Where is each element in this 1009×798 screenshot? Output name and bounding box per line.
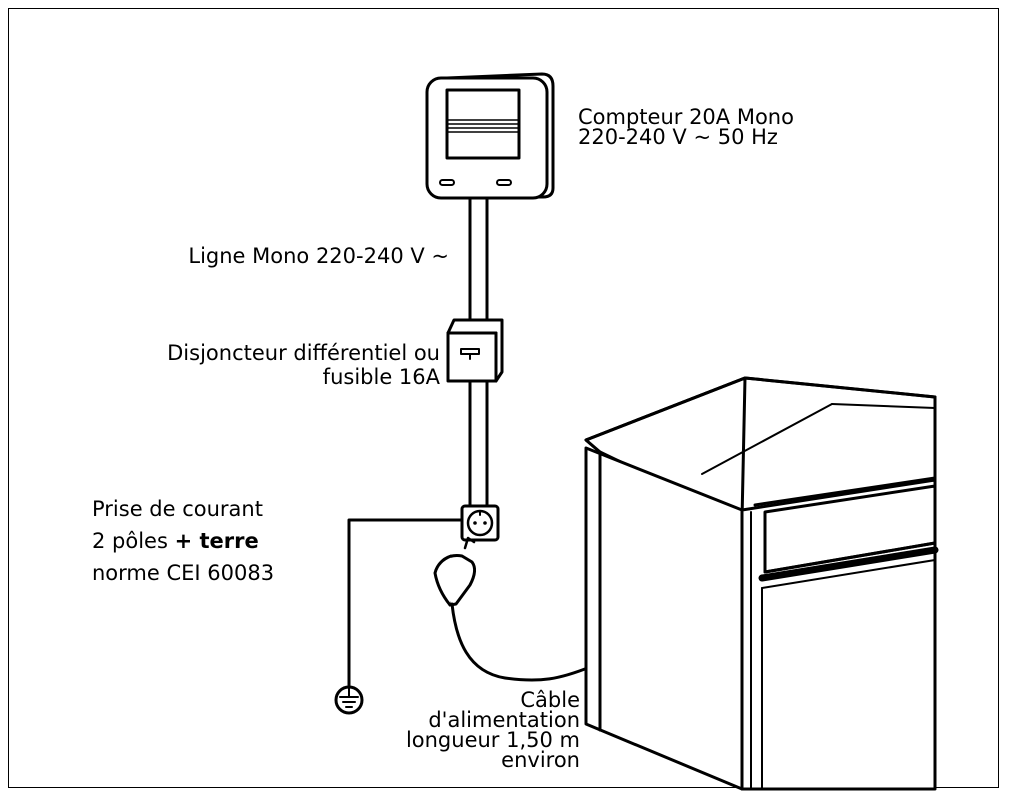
cable-label: Câble d'alimentation longueur 1,50 m env… [405, 688, 580, 772]
power-plug-icon [433, 536, 477, 607]
socket-label-line-2: 2 pôles + terre [92, 525, 274, 557]
oven-icon [584, 376, 939, 791]
power-line-conduit [468, 196, 489, 508]
meter-label-line-2: 220-240 V ~ 50 Hz [578, 125, 778, 149]
diagram-frame [8, 8, 999, 788]
meter-label-line-1: Compteur 20A Mono [578, 105, 794, 129]
line-label: Ligne Mono 220-240 V ~ [188, 244, 449, 268]
socket-label-prefix: 2 pôles [92, 529, 175, 553]
power-cable [450, 602, 592, 682]
breaker-label: Disjoncteur différentiel ou fusible 16A [167, 341, 440, 389]
socket-label-earth: + terre [174, 529, 259, 553]
cable-label-line-4: environ [501, 748, 580, 772]
circuit-breaker-icon [446, 318, 504, 383]
earth-wire [347, 518, 464, 689]
breaker-label-line-2: fusible 16A [322, 365, 440, 389]
cable-label-line-1: Câble [520, 688, 580, 712]
breaker-label-line-1: Disjoncteur différentiel ou [167, 341, 440, 365]
cable-label-line-2: d'alimentation [428, 708, 580, 732]
socket-label-line-3: norme CEI 60083 [92, 561, 275, 585]
cable-label-line-3: longueur 1,50 m [405, 728, 580, 752]
meter-label: Compteur 20A Mono 220-240 V ~ 50 Hz [578, 105, 794, 149]
ground-symbol-icon [334, 685, 364, 715]
electric-meter-icon [425, 72, 555, 200]
socket-label-line-1: Prise de courant [92, 497, 263, 521]
wall-socket-icon [460, 504, 500, 542]
socket-label: Prise de courant 2 pôles + terre norme C… [92, 493, 274, 589]
